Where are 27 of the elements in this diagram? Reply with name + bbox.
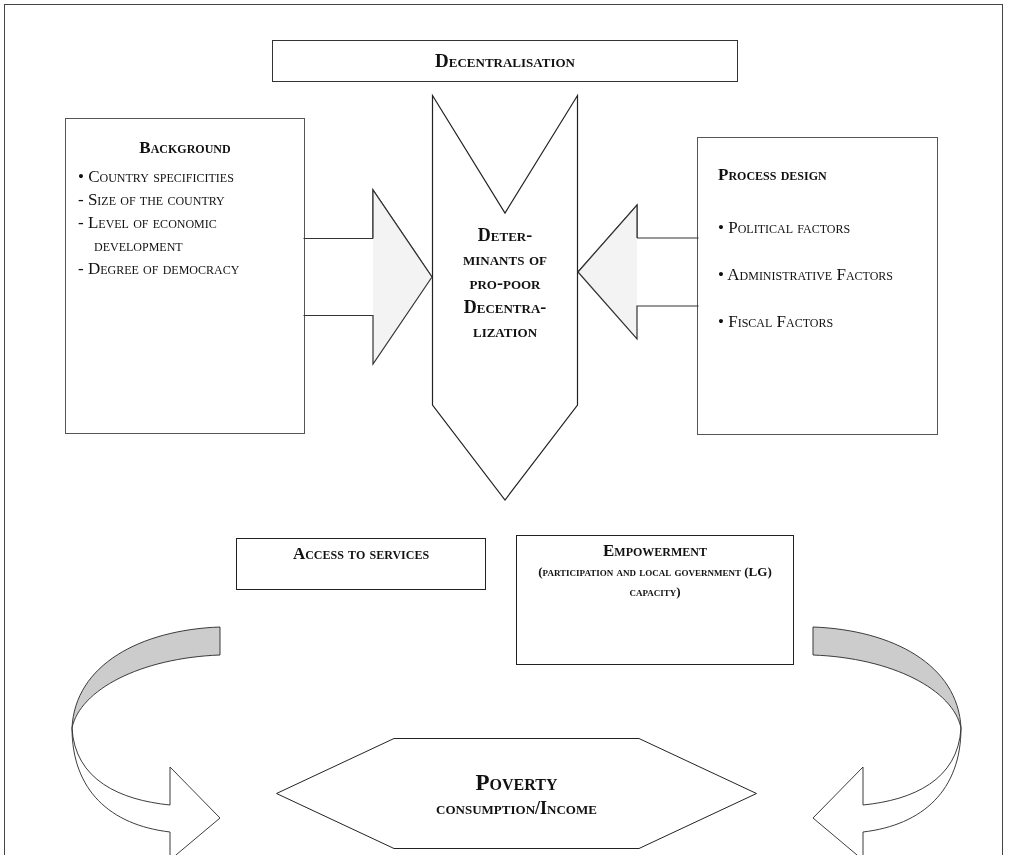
process-box [236, 538, 486, 590]
list-item: - Degree of democracy [78, 257, 241, 280]
list-box [65, 118, 305, 434]
list-item: • Administrative Factors [718, 263, 895, 286]
heading-text: Empowerment [603, 540, 707, 562]
block-arrow [302, 188, 433, 365]
node-text: Deter- minants of pro-poor Decentra- lization [462, 224, 548, 343]
title-box [272, 40, 738, 82]
block-arrow [577, 203, 700, 340]
list-item: • Political factors [718, 216, 852, 239]
list-item: • Fiscal Factors [718, 310, 835, 333]
heading-text: Access to services [292, 543, 430, 565]
list-item: - Level of economic development [78, 211, 218, 257]
heading-text: Process design [718, 164, 828, 186]
heading-text: Background [138, 137, 232, 159]
heading-text: Poverty [475, 768, 558, 797]
curved-arrow [71, 626, 221, 855]
subheading-text: (participation and local government (LG) capacity) [537, 563, 773, 601]
title-text: Decentralisation [435, 48, 575, 73]
hexagon-shape [276, 738, 757, 849]
list-box [697, 137, 938, 435]
process-box [516, 535, 794, 665]
list-item: • Country specificities [78, 165, 235, 188]
list-item: - Size of the country [78, 188, 226, 211]
chevron-shape [432, 95, 578, 500]
subheading-text: consumption/Income [436, 796, 597, 819]
curved-arrow [812, 626, 962, 855]
